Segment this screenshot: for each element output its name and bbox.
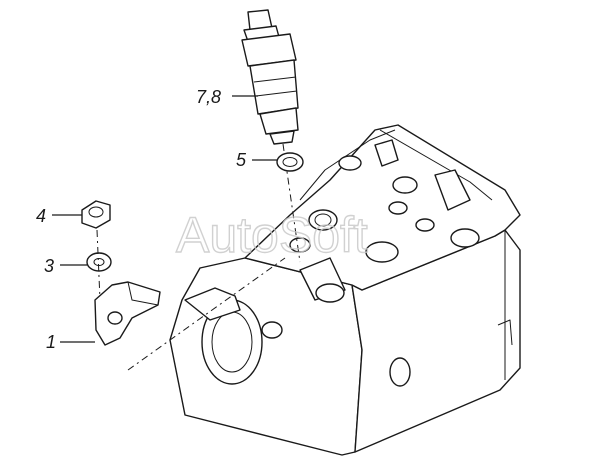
callout-washer: 3: [44, 256, 87, 276]
callout-nut: 4: [36, 206, 82, 226]
watermark-text: AutoSoft: [176, 207, 368, 263]
callout-label-washer-seal: 5: [236, 150, 247, 170]
washer-part: [86, 252, 112, 272]
nut-part: [81, 200, 111, 229]
callout-label-injector: 7,8: [196, 87, 221, 107]
callout-label-washer: 3: [44, 256, 54, 276]
callout-washer-seal: 5: [236, 150, 277, 170]
callout-injector: 7,8: [196, 87, 258, 107]
injector-part: [241, 9, 299, 145]
washer-seal-part: [276, 152, 304, 172]
clamp-part: [94, 281, 161, 346]
cylinder-head-block: [169, 124, 521, 456]
callout-label-nut: 4: [36, 206, 46, 226]
callout-clamp: 1: [46, 332, 95, 352]
callout-label-clamp: 1: [46, 332, 56, 352]
